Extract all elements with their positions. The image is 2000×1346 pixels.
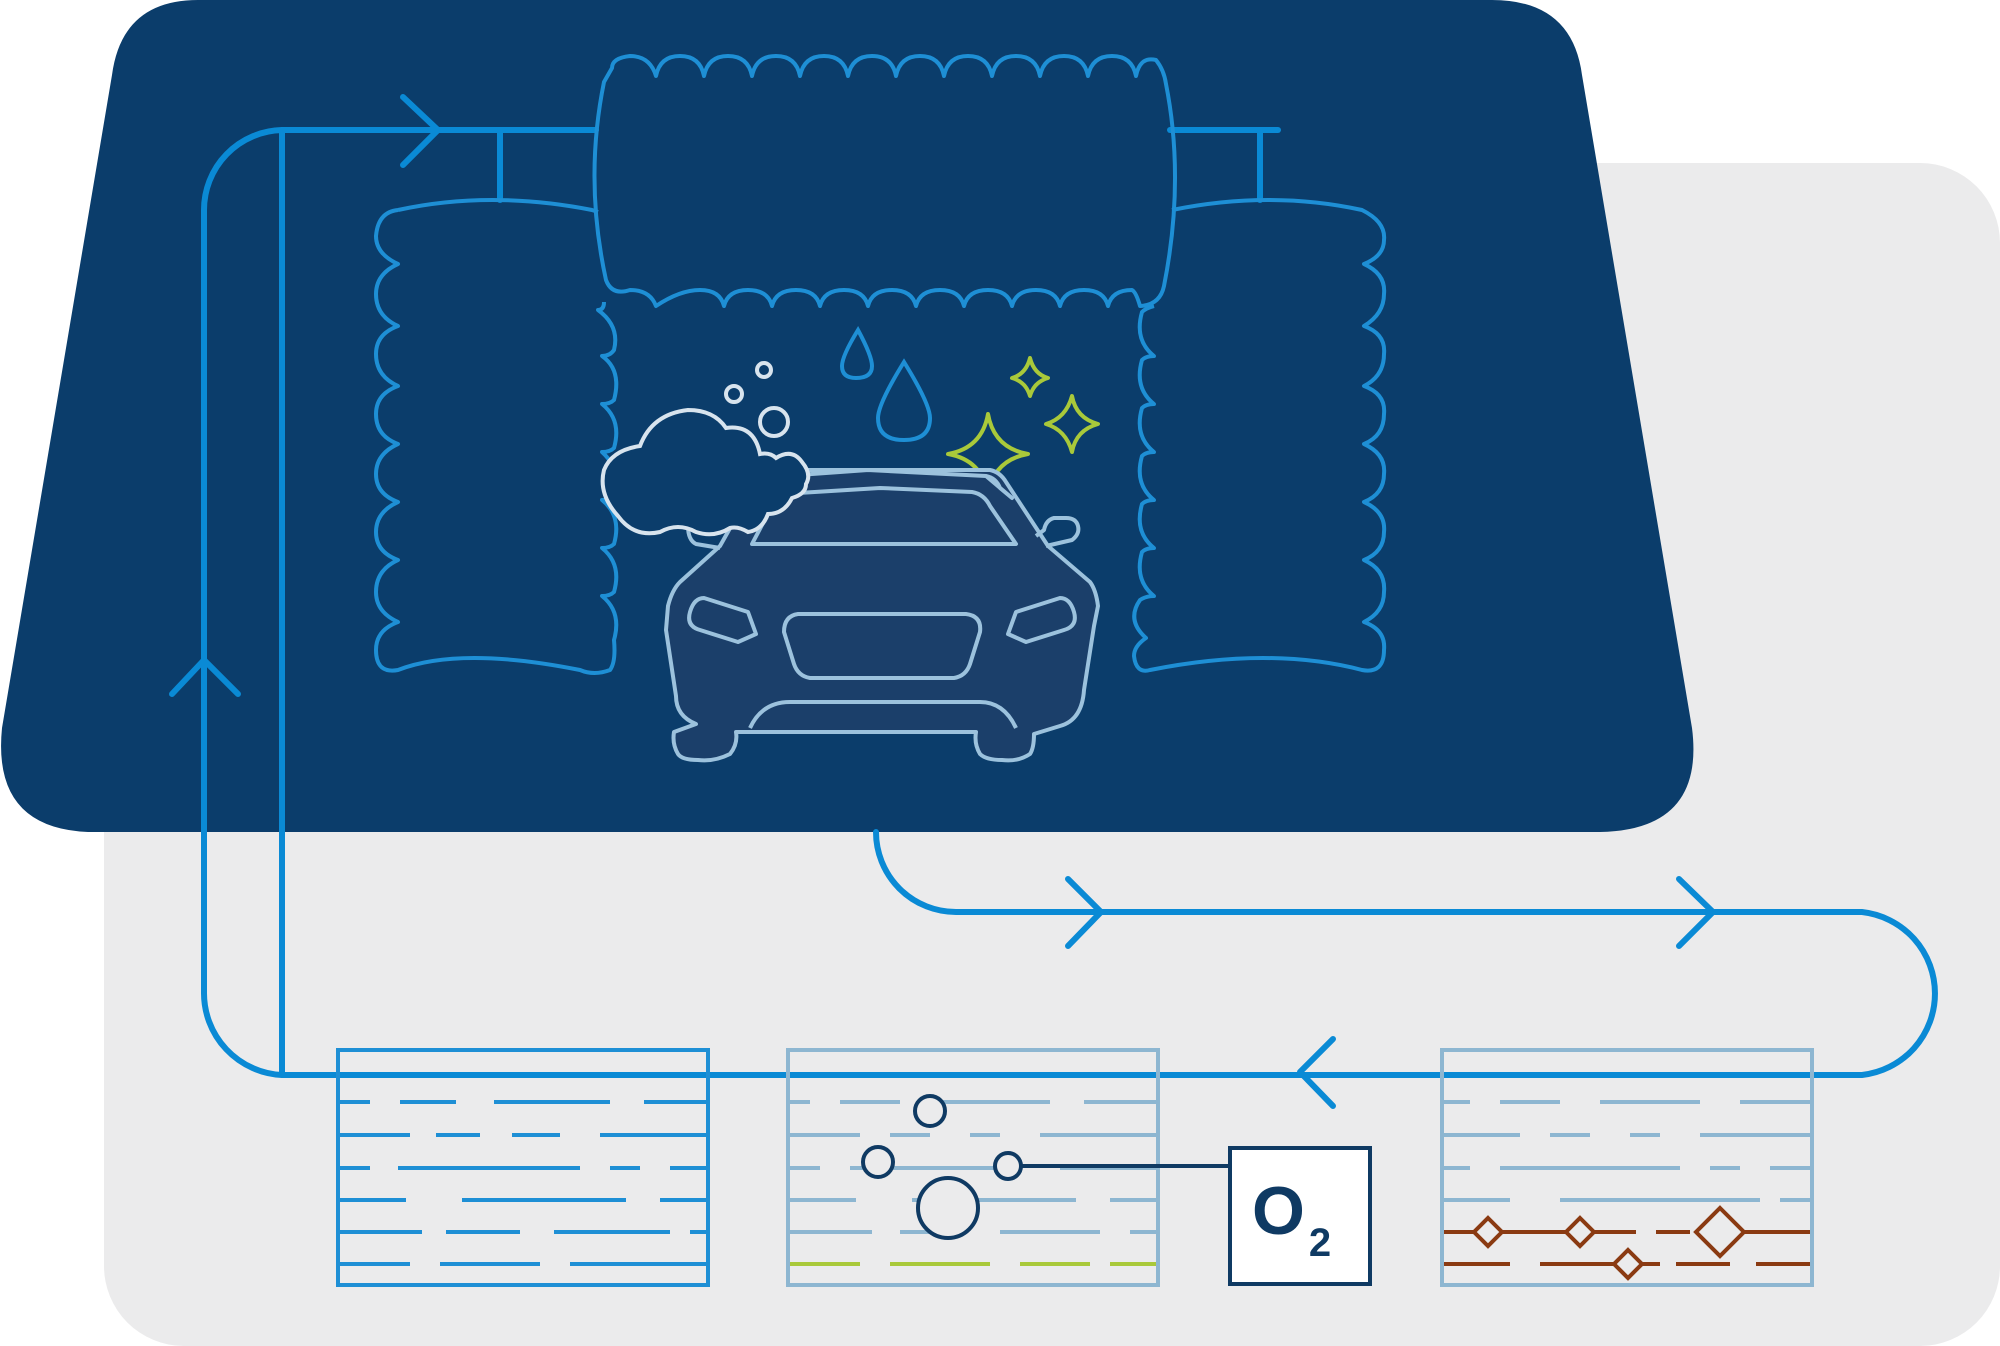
tank-3 [1440,1048,1814,1287]
flow-arrow-icon [169,657,241,697]
foam-cloud [600,407,811,537]
flow-arrow-icon [400,94,441,168]
oil-droplets [1471,1205,1747,1281]
oil-droplet-icon [1471,1215,1505,1249]
air-bubble-icon [916,1176,980,1240]
oil-droplet-icon [1693,1205,1747,1259]
car-icon [664,468,1100,763]
water-drop-icon [875,358,933,443]
sparkle-icon [1010,356,1050,398]
car-roof [783,468,1014,500]
grille [782,612,983,680]
foam-bubble [755,361,773,379]
foam-icon [600,361,811,537]
oil-droplet-icon [1611,1247,1645,1281]
oil-droplet-icon [1563,1215,1597,1249]
oil-lines [1444,1230,1810,1266]
left-brush [374,198,619,675]
air-bubble-icon [913,1094,947,1128]
air-bubble-icon [993,1151,1023,1181]
flow-arrows [169,94,1716,1109]
tank-1 [336,1048,710,1287]
o2-subscript: 2 [1309,1221,1331,1265]
right-brush [1132,198,1387,673]
water-flow-loop [200,127,1938,1078]
car-wash-brush-icon [374,54,1387,675]
water-drop-icon [839,325,875,381]
top-brush [592,54,1178,308]
right-mirror [1034,516,1081,548]
left-headlight [687,596,758,644]
tank-2-water-lines [790,1100,1156,1234]
o2-box [1228,1146,1372,1286]
sparkle-icon [1044,394,1100,454]
foam-bubble [758,406,790,438]
flow-arrow-icon [1676,876,1716,949]
air-bubble-icon [861,1145,895,1179]
water-drops [839,325,933,443]
tank-1-water-lines [340,1100,706,1266]
flow-arrow-icon [1065,876,1104,949]
tank-3-water-lines [1444,1100,1810,1202]
navy-car-wash-panel [1,0,1694,832]
flow-arrow-icon [1297,1036,1336,1109]
o2-main: O [1252,1173,1305,1249]
flow-pipe-left-corner [200,989,285,1078]
foam-bubble [724,384,744,404]
flow-pipe-left-vertical [201,127,285,995]
front-bumper [748,700,1018,729]
flow-pipe-drain [279,829,1938,1078]
air-bubbles [861,1094,1023,1240]
right-headlight [1006,596,1077,644]
